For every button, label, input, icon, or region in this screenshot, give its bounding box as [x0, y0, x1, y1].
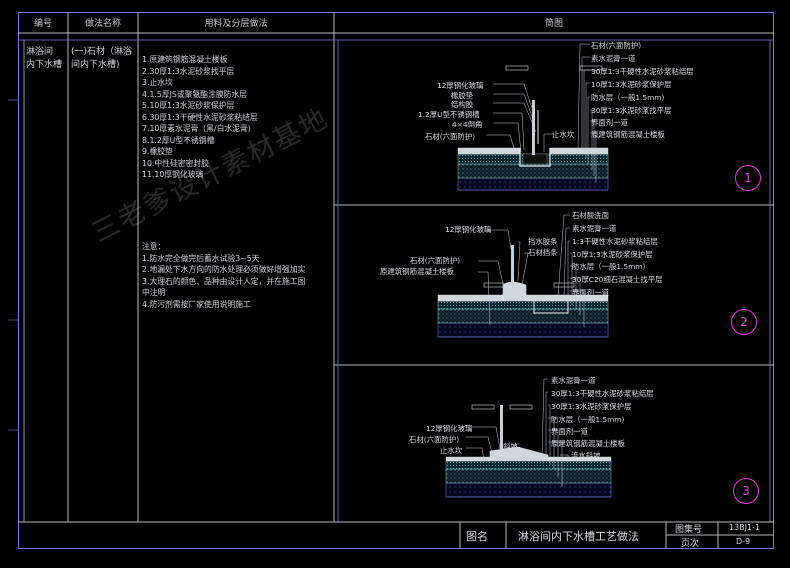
- detail-1-badge: 1: [735, 165, 761, 191]
- d2-label-right-2: 素水泥膏一道: [572, 224, 617, 233]
- d1-label-left-2: 橡胶垫: [451, 91, 474, 100]
- row-notes: 注意： 1.防水完全做完后蓄水试验3~5天 2.地漏处下水方向的防水处理必须做好…: [142, 242, 306, 309]
- titleblock-page-label: 页次: [681, 539, 700, 549]
- d2-label-right-4: 10厚1:3水泥砂浆保护层: [572, 250, 653, 259]
- d3-label-left-1: 12厚钢化玻璃: [426, 424, 473, 433]
- detail-3-drawing: [445, 378, 612, 498]
- titleblock-atlas-label: 图集号: [675, 525, 703, 535]
- d2-label-mid-2: 石材挡条: [528, 248, 558, 257]
- d3-label-right-3: 30厚1:3水泥砂浆保护层: [551, 402, 632, 411]
- d1-label-center: 止水坎: [552, 130, 575, 139]
- titleblock-name: 淋浴间内下水槽工艺做法: [518, 530, 639, 543]
- d3-label-right-4: 防水层（一般1.5mm): [551, 415, 625, 424]
- d1-label-left-6: 石材(六面防护): [425, 132, 476, 141]
- header-diagram: 简图: [544, 19, 563, 29]
- d3-label-left-2: 石材(六面防护): [409, 435, 460, 444]
- d1-label-right-4: 10厚1:3水泥砂浆保护层: [591, 80, 672, 89]
- d2-label-right-1: 石材酸洗面: [572, 211, 609, 220]
- d2-label-left-1: 12厚钢化玻璃: [445, 225, 492, 234]
- row-method: (一)石材（淋浴 间内下水槽): [71, 47, 133, 70]
- titleblock-page-no: D-9: [736, 537, 751, 546]
- d2-label-right-3: 1:3干硬性水泥砂浆粘结层: [572, 237, 658, 246]
- d1-label-left-1: 12厚钢化玻璃: [437, 81, 484, 90]
- header-method: 做法名称: [84, 19, 121, 29]
- d2-label-left-2: 石材(六面防护): [410, 256, 461, 265]
- d1-label-right-2: 素水泥膏一道: [591, 54, 636, 63]
- d2-label-right-7: 界面剂一道: [572, 288, 609, 297]
- d3-label-right-5: 界面剂一道: [551, 427, 588, 436]
- titleblock-name-label: 图名: [466, 530, 488, 543]
- row-id: 淋浴间 内下水槽: [26, 47, 63, 70]
- d3-label-right-7: 流水斜坡: [571, 451, 601, 460]
- detail-1-drawing: [457, 43, 609, 191]
- d3-label-right-1: 素水泥膏一道: [551, 376, 596, 385]
- detail-3-badge: 3: [733, 478, 759, 504]
- d1-label-left-5: 4×4倒角: [452, 120, 483, 129]
- d3-label-slope: 斜坡: [503, 442, 518, 451]
- d1-label-right-3: 30厚1:3干硬性水泥砂浆粘结层: [591, 67, 694, 76]
- d2-label-right-5: 防水层（一般1.5mm): [572, 262, 646, 271]
- detail-2-drawing: [437, 214, 609, 338]
- d2-label-left-3: 原建筑钢筋混凝土楼板: [380, 267, 454, 276]
- row-layers: 1.原建筑钢筋混凝土楼板 2.30厚1:3水泥砂浆找平层 3.止水坎 4.1.5…: [142, 55, 258, 179]
- d3-label-left-3: 止水坎: [440, 446, 463, 455]
- detail-2-badge: 2: [731, 309, 757, 335]
- d1-label-left-3: 结构胶: [451, 100, 474, 109]
- d2-label-right-6: 30厚C20细石混凝土找平层: [572, 275, 663, 284]
- titleblock-atlas-no: 13BJ1-1: [729, 523, 761, 532]
- header-materials: 用料及分层做法: [204, 19, 268, 29]
- d1-label-right-8: 原建筑钢筋混凝土楼板: [591, 130, 665, 139]
- d1-label-left-4: 1.2厚U型不锈钢槽: [418, 110, 480, 119]
- d1-label-right-1: 石材(六面防护): [591, 41, 642, 50]
- d3-label-right-2: 30厚1:3干硬性水泥砂浆粘结层: [551, 389, 654, 398]
- d1-label-right-7: 界面剂一道: [591, 118, 628, 127]
- d3-label-right-6: 原建筑钢筋混凝土楼板: [551, 439, 625, 448]
- d1-label-right-5: 防水层（一般1.5mm): [591, 93, 665, 102]
- d1-label-right-6: 30厚1:3水泥砂浆找平层: [591, 106, 672, 115]
- d2-label-mid-1: 挡水胶条: [528, 237, 558, 246]
- header-id: 编号: [33, 19, 52, 29]
